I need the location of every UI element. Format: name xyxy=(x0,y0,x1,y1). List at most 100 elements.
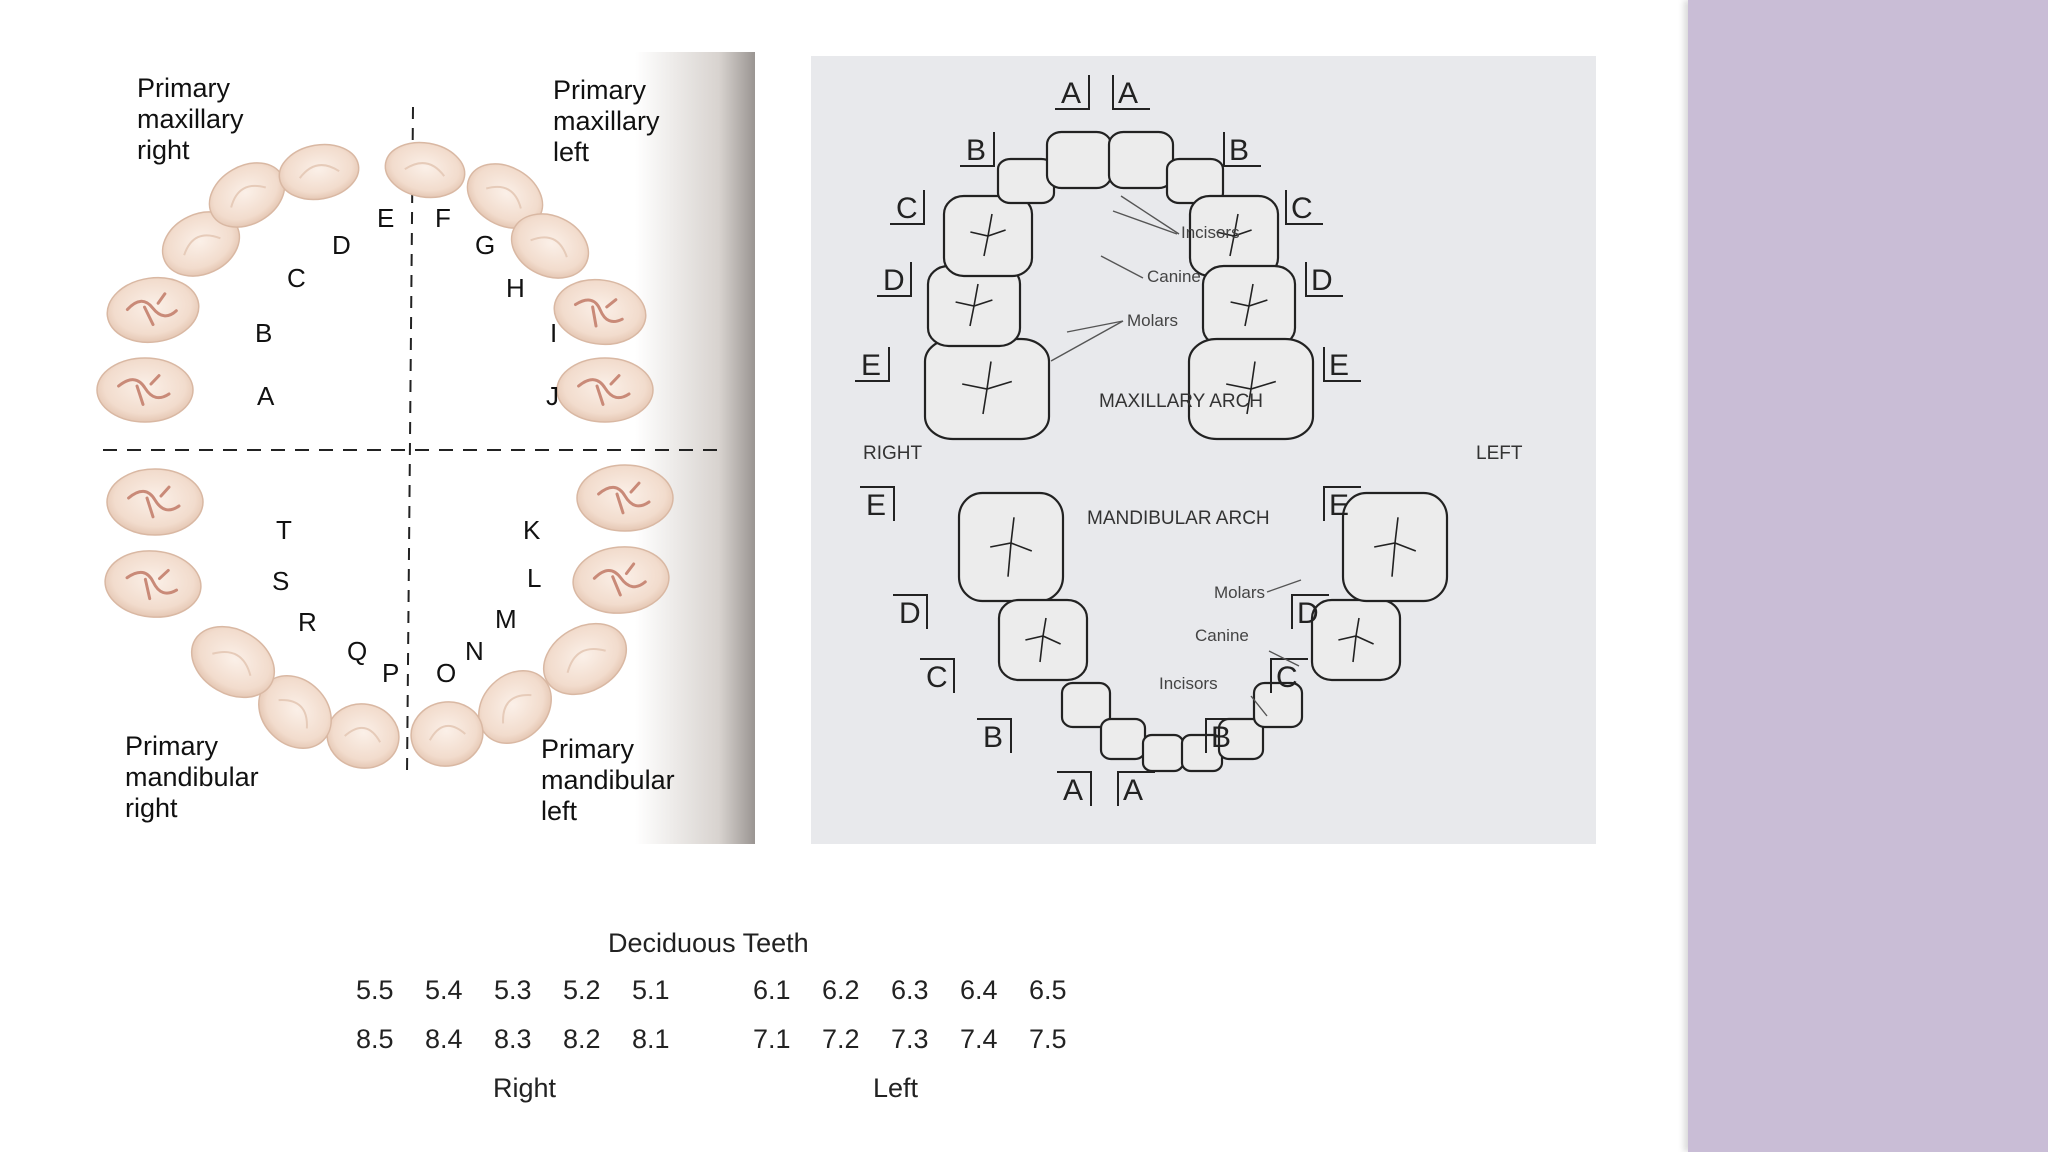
fdi-lower-right-0: 8.5 xyxy=(356,1024,394,1054)
arch-upper-tooth-2 xyxy=(942,194,1034,278)
upper-letter-J: J xyxy=(546,381,559,411)
page-edge-shadow xyxy=(635,52,755,844)
label-lower-right-1: Primary xyxy=(125,731,218,761)
arch-lower-letter-5: C xyxy=(1270,658,1308,694)
svg-text:A: A xyxy=(1063,774,1083,807)
upper-tooth-J xyxy=(556,357,654,423)
sidebar-panel xyxy=(1688,0,2048,1152)
upper-letter-A: A xyxy=(257,381,275,411)
lower-letter-R: R xyxy=(298,607,317,637)
upper-tooth-A xyxy=(96,357,194,423)
annotation-incisors-upper: Incisors xyxy=(1181,223,1240,242)
svg-text:A: A xyxy=(1061,77,1081,110)
svg-text:B: B xyxy=(1229,134,1249,167)
upper-tooth-B xyxy=(106,276,200,344)
label-lower-right-3: right xyxy=(125,793,178,823)
arch-upper-letter-2: B xyxy=(960,132,995,167)
upper-letter-E: E xyxy=(377,203,394,233)
arch-upper-letter-0: A xyxy=(1055,75,1090,110)
arch-lower-tooth-3 xyxy=(1099,717,1147,761)
fdi-lower-left-3: 7.4 xyxy=(960,1024,998,1054)
arch-upper-letter-8: E xyxy=(855,347,890,382)
lower-letter-N: N xyxy=(465,636,484,666)
lower-letter-S: S xyxy=(272,566,289,596)
annotation-molars-lower: Molars xyxy=(1214,583,1265,602)
fdi-upper-left-2: 6.3 xyxy=(891,975,929,1005)
lower-tooth-T xyxy=(106,468,204,536)
arch-lower-tooth-2 xyxy=(1060,681,1112,729)
svg-text:B: B xyxy=(983,721,1003,754)
svg-text:E: E xyxy=(861,349,881,382)
lower-letter-O: O xyxy=(436,658,456,688)
label-upper-left-3: left xyxy=(553,137,590,167)
label-upper-right-2: maxillary xyxy=(137,104,244,134)
fdi-upper-left-0: 6.1 xyxy=(753,975,791,1005)
mandibular-arch-label: MANDIBULAR ARCH xyxy=(1087,508,1270,529)
arch-upper-letter-9: E xyxy=(1323,347,1361,382)
svg-text:E: E xyxy=(1329,349,1349,382)
lower-tooth-M xyxy=(542,622,628,696)
fdi-lower-right-1: 8.4 xyxy=(425,1024,463,1054)
fdi-lower-left-4: 7.5 xyxy=(1029,1024,1067,1054)
annotation-canine-lower: Canine xyxy=(1195,626,1249,645)
arch-upper-tooth-3 xyxy=(996,157,1056,205)
arch-lower-letter-7: B xyxy=(1205,718,1243,754)
svg-text:B: B xyxy=(1211,721,1231,754)
fdi-upper-right-4: 5.1 xyxy=(632,975,670,1005)
arch-lower-letter-1: E xyxy=(1323,486,1361,522)
arch-upper-letter-1: A xyxy=(1112,75,1150,110)
label-lower-right-2: mandibular xyxy=(125,762,259,792)
lower-tooth-R xyxy=(190,625,276,699)
lower-letter-K: K xyxy=(523,515,541,545)
arch-lower-letter-9: A xyxy=(1117,771,1155,807)
arch-upper-letter-6: D xyxy=(877,262,912,297)
annotation-canine-upper: Canine xyxy=(1147,267,1201,286)
lower-letter-L: L xyxy=(527,563,541,593)
lower-tooth-K xyxy=(576,464,674,532)
lower-tooth-O xyxy=(410,701,484,767)
svg-text:C: C xyxy=(926,661,948,694)
arch-lower-letter-8: A xyxy=(1057,771,1092,807)
upper-letter-G: G xyxy=(475,230,495,260)
fdi-left-label: Left xyxy=(873,1073,919,1103)
label-lower-left-1: Primary xyxy=(541,734,634,764)
label-upper-right-3: right xyxy=(137,135,190,165)
upper-letter-C: C xyxy=(287,263,306,293)
lower-tooth-L xyxy=(572,546,670,614)
annotation-leader-lines xyxy=(1050,195,1302,717)
side-left-label: LEFT xyxy=(1476,443,1523,464)
fdi-right-label: Right xyxy=(493,1073,557,1103)
svg-text:E: E xyxy=(1329,489,1349,522)
arch-lower-letter-6: B xyxy=(977,718,1012,754)
lower-tooth-S xyxy=(104,550,202,618)
svg-text:B: B xyxy=(966,134,986,167)
svg-text:C: C xyxy=(1291,192,1313,225)
annotation-molars-upper: Molars xyxy=(1127,311,1178,330)
arch-lower-tooth-1 xyxy=(997,598,1089,682)
arch-upper-letter-3: B xyxy=(1223,132,1261,167)
svg-text:C: C xyxy=(896,192,918,225)
fdi-upper-right-0: 5.5 xyxy=(356,975,394,1005)
arch-lower-tooth-7 xyxy=(1252,681,1304,729)
arch-lower-letter-2: D xyxy=(893,594,928,630)
annotation-incisors-lower: Incisors xyxy=(1159,674,1218,693)
upper-letter-I: I xyxy=(550,318,557,348)
arch-upper-tooth-4 xyxy=(1045,130,1113,190)
upper-tooth-E xyxy=(278,143,360,201)
svg-text:D: D xyxy=(899,597,921,630)
arch-upper-letter-5: C xyxy=(1285,190,1323,225)
arch-lower-letter-0: E xyxy=(860,486,895,522)
label-lower-left-3: left xyxy=(541,796,578,826)
upper-tooth-F xyxy=(384,141,466,199)
svg-text:D: D xyxy=(1311,264,1333,297)
lower-letter-M: M xyxy=(495,604,517,634)
svg-text:A: A xyxy=(1118,77,1138,110)
arch-upper-tooth-5 xyxy=(1107,130,1175,190)
lower-letter-P: P xyxy=(382,658,399,688)
fdi-upper-right-2: 5.3 xyxy=(494,975,532,1005)
arch-upper-tooth-7 xyxy=(1188,194,1280,278)
lower-letter-Q: Q xyxy=(347,636,367,666)
